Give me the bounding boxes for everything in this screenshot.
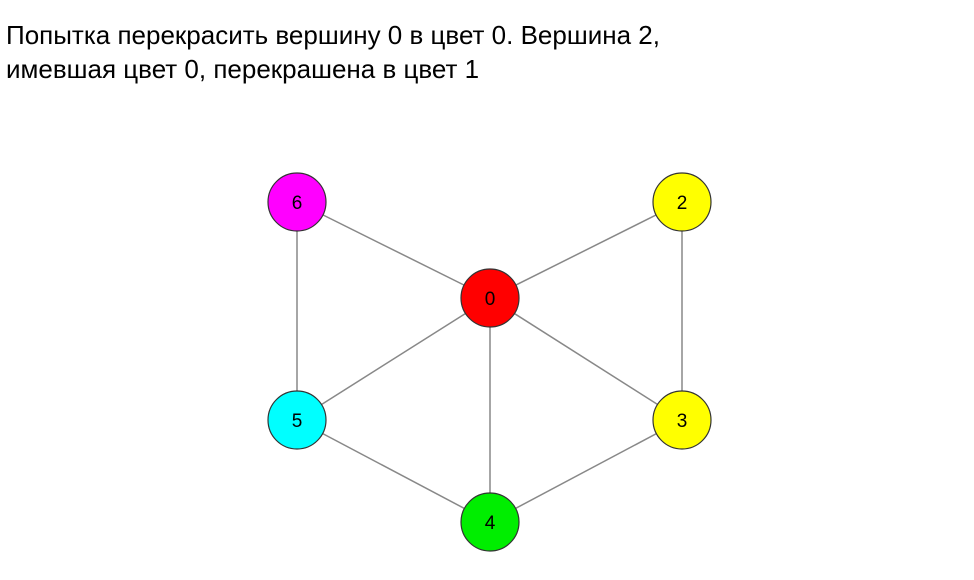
vertex-circle [460, 268, 520, 328]
vertex-0: 0 [460, 268, 520, 328]
caption: Попытка перекрасить вершину 0 в цвет 0. … [6, 18, 660, 86]
edge-0-3 [489, 297, 683, 421]
vertex-label: 0 [485, 289, 496, 310]
vertex-label: 2 [677, 193, 688, 214]
vertex-label: 5 [292, 411, 303, 432]
edges [296, 201, 683, 523]
vertex-circle [267, 172, 327, 232]
edge-5-0 [296, 297, 491, 421]
edge-4-3 [489, 419, 683, 523]
edge-0-2 [489, 201, 683, 299]
vertex-circle [652, 390, 712, 450]
vertex-2: 2 [652, 172, 712, 232]
vertex-5: 5 [267, 390, 327, 450]
edge-5-4 [296, 419, 491, 523]
vertex-label: 4 [485, 513, 496, 534]
vertex-4: 4 [460, 492, 520, 552]
vertex-label: 3 [677, 411, 688, 432]
vertex-circle [652, 172, 712, 232]
caption-line-2: имевшая цвет 0, перекрашена в цвет 1 [6, 54, 480, 84]
vertex-3: 3 [652, 390, 712, 450]
edge-6-0 [296, 201, 491, 299]
caption-line-1: Попытка перекрасить вершину 0 в цвет 0. … [6, 20, 660, 50]
vertex-label: 6 [292, 193, 303, 214]
vertex-6: 6 [267, 172, 327, 232]
vertex-circle [460, 492, 520, 552]
vertex-circle [267, 390, 327, 450]
nodes: 0 2 3 4 5 6 [267, 172, 712, 552]
